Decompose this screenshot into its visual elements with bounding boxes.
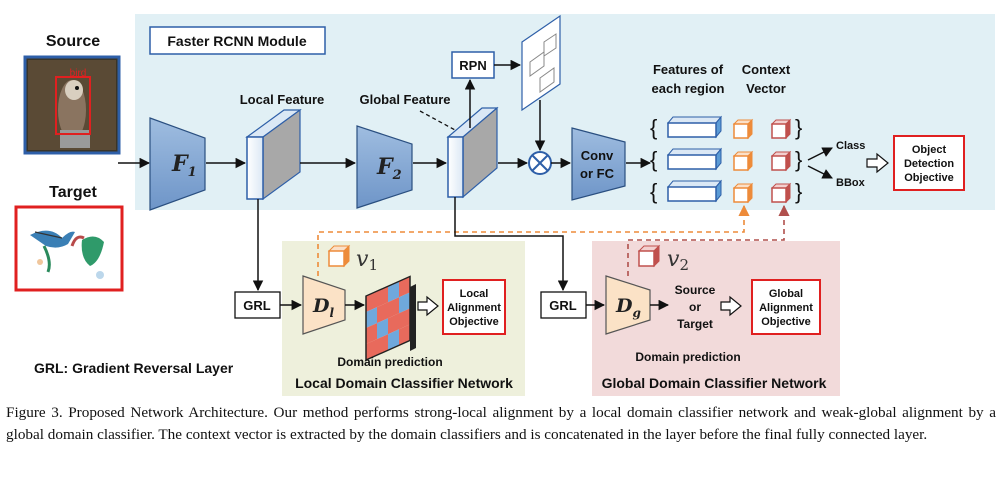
local-objective-box	[442, 279, 506, 335]
roi-pooling-icon	[528, 151, 552, 175]
detection-objective-line3: Objective	[904, 172, 954, 184]
v2-label: v2	[667, 247, 689, 274]
global-discriminator-block	[605, 275, 651, 335]
to-bbox-arrow	[807, 165, 833, 179]
global-classifier-title: Global Domain Classifier Network	[602, 375, 827, 391]
svg-text:}: }	[795, 179, 802, 204]
local-discriminator-label: Dl	[312, 295, 334, 320]
v2-cube-icon	[637, 244, 661, 268]
global-output-line3: Target	[677, 317, 713, 331]
global-discriminator-label: Dg	[615, 295, 641, 320]
local-prediction-map	[365, 275, 411, 362]
f1-label: F1	[171, 151, 197, 180]
to-class-arrow	[807, 147, 833, 161]
global-to-grl-arrow	[454, 197, 569, 292]
features-label-line2: each region	[652, 81, 725, 96]
detection-objective-arrow	[866, 152, 889, 174]
svg-text:}: }	[795, 147, 802, 172]
local-prediction-map-edge	[410, 284, 416, 351]
global-objective-line2: Alignment	[759, 302, 813, 314]
context-label-line2: Vector	[746, 81, 786, 96]
global-output-line2: or	[689, 300, 701, 314]
rpn-box	[451, 51, 495, 79]
global-feature-label: Global Feature	[359, 92, 450, 107]
global-grl-label: GRL	[549, 298, 577, 313]
svg-text:}: }	[795, 115, 802, 140]
svg-text:{: {	[650, 179, 657, 204]
target-label: Target	[49, 184, 97, 201]
features-label-line1: Features of	[653, 62, 724, 77]
architecture-diagram: Faster RCNN Module Source bird Target F1…	[14, 14, 995, 396]
rpn-label: RPN	[459, 58, 486, 73]
global-output-line1: Source	[675, 283, 716, 297]
bird-tag: bird	[70, 68, 87, 79]
global-grl-box	[540, 291, 587, 319]
local-discriminator-block	[302, 275, 346, 335]
region-features-group: { } { } { }	[650, 115, 802, 204]
global-objective-box	[751, 279, 821, 335]
detection-objective-box	[893, 135, 965, 191]
local-classifier-title: Local Domain Classifier Network	[295, 375, 513, 391]
faster-rcnn-title-box	[149, 26, 326, 55]
f2-block	[356, 125, 413, 209]
conv-label-line2: or FC	[580, 166, 615, 181]
f2-label: F2	[376, 154, 402, 183]
bbox-label: BBox	[836, 177, 866, 189]
context-vector-cubes	[732, 118, 792, 204]
global-objective-arrow	[720, 295, 742, 317]
source-label: Source	[46, 33, 100, 50]
global-objective-line1: Global	[769, 288, 803, 300]
figure-caption: Figure 3. Proposed Network Architecture.…	[6, 404, 996, 443]
local-objective-line1: Local	[460, 288, 489, 300]
source-image: bird	[23, 55, 121, 155]
detection-objective-line1: Object	[912, 144, 947, 156]
global-prediction-label: Domain prediction	[635, 350, 740, 364]
local-objective-arrow	[417, 295, 439, 317]
region-proposals-card	[521, 14, 561, 112]
f1-block	[149, 117, 206, 211]
local-objective-line2: Alignment	[447, 302, 501, 314]
grl-legend: GRL: Gradient Reversal Layer	[34, 360, 234, 376]
global-feature-block	[446, 106, 499, 199]
faster-rcnn-title: Faster RCNN Module	[167, 33, 306, 49]
conv-fc-block	[571, 127, 626, 201]
context-label-line1: Context	[742, 62, 791, 77]
svg-text:{: {	[650, 115, 657, 140]
v1-cube-icon	[327, 244, 351, 268]
global-objective-line3: Objective	[761, 316, 811, 328]
local-feature-block	[245, 108, 302, 201]
local-grl-label: GRL	[243, 298, 271, 313]
local-prediction-label: Domain prediction	[337, 355, 442, 369]
class-label: Class	[836, 140, 865, 152]
detection-objective-line2: Detection	[904, 158, 954, 170]
conv-label-line1: Conv	[581, 148, 614, 163]
local-context-path	[317, 204, 750, 276]
v1-label: v1	[356, 247, 378, 274]
target-image	[14, 205, 124, 292]
local-objective-line3: Objective	[449, 316, 499, 328]
svg-text:{: {	[650, 147, 657, 172]
local-feature-label: Local Feature	[240, 92, 325, 107]
global-context-path	[627, 204, 790, 276]
